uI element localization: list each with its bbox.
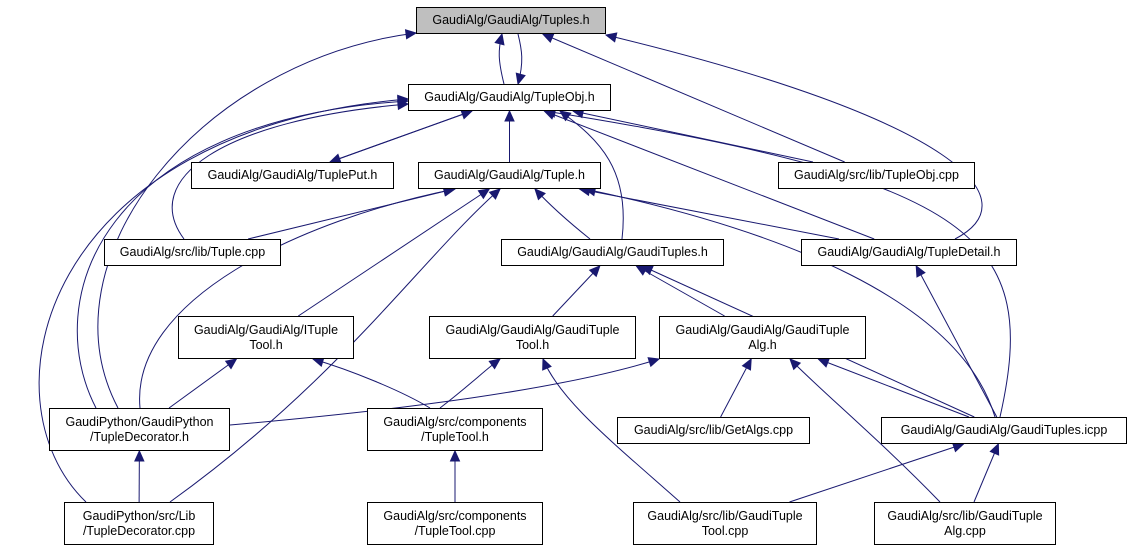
edge-tupledecorator_cpp-to-tuple_h (169, 188, 501, 503)
node-label-line1: GaudiAlg/GaudiAlg/GaudiTuple (675, 322, 850, 337)
node-gaudituple-alg-h[interactable]: GaudiAlg/GaudiAlg/GaudiTuple Alg.h (659, 316, 866, 359)
arrowhead-icon (488, 358, 501, 370)
edge-gaudituplealg_h-to-gaudituples_h (636, 265, 725, 317)
node-tupleobj-cpp[interactable]: GaudiAlg/src/lib/TupleObj.cpp (778, 162, 975, 189)
edge-tupledecorator_h-to-gaudituplealg_h (229, 358, 660, 426)
edge-gaudituples_icpp-to-tuple_h (584, 188, 996, 418)
node-label-line2: Tool.h (515, 337, 550, 352)
arrowhead-icon (647, 357, 661, 368)
arrowhead-icon (542, 357, 552, 371)
edge-gaudituples_h-to-tuple_h (534, 188, 591, 240)
edge-tupleobj_h-to-tupleput_h (329, 110, 473, 163)
arrowhead-icon (515, 72, 526, 86)
node-tupleput-h[interactable]: GaudiAlg/GaudiAlg/TuplePut.h (191, 162, 394, 189)
node-label-line1: GaudiAlg/src/lib/GaudiTuple (887, 508, 1043, 523)
node-tuple-h[interactable]: GaudiAlg/GaudiAlg/Tuple.h (418, 162, 601, 189)
arrowhead-icon (449, 449, 461, 462)
edge-tupleobj_cpp-to-tuples_h (542, 33, 845, 163)
node-gaudituple-alg-cpp[interactable]: GaudiAlg/src/lib/GaudiTuple Alg.cpp (874, 502, 1056, 545)
arrowhead-icon (488, 188, 501, 200)
edge-gaudituplettool_h-to-gaudituples_h (552, 265, 601, 317)
node-label: GaudiAlg/src/lib/TupleObj.cpp (794, 168, 959, 182)
edge-tupledecorator_h-to-ituplettool_h (168, 358, 237, 409)
edge-tupledetail_h-to-tuples_h (605, 34, 983, 240)
node-label-line2: Tool.h (249, 337, 283, 352)
arrowhead-icon (989, 442, 1000, 456)
arrowhead-icon (404, 29, 418, 40)
edge-gaudituples_icpp-to-tupleobj_h (544, 110, 1011, 418)
node-getalgs-cpp[interactable]: GaudiAlg/src/lib/GetAlgs.cpp (617, 417, 810, 444)
node-label-line2: Alg.h (748, 337, 777, 352)
node-label: GaudiAlg/GaudiAlg/Tuple.h (433, 168, 586, 182)
node-gaudituples-h[interactable]: GaudiAlg/GaudiAlg/GaudiTuples.h (501, 239, 724, 266)
node-label: GaudiAlg/src/lib/Tuple.cpp (119, 245, 266, 259)
arrowhead-icon (641, 265, 654, 276)
node-label-line1: GaudiAlg/GaudiAlg/ITuple (193, 322, 339, 337)
arrowhead-icon (915, 264, 926, 278)
arrowhead-icon (604, 32, 618, 43)
arrowhead-icon (224, 358, 238, 370)
edge-gaudituples_h-to-tupleobj_h (559, 110, 624, 240)
node-gaudituple-tool-cpp[interactable]: GaudiAlg/src/lib/GaudiTuple Tool.cpp (633, 502, 817, 545)
edge-tuple_cpp-to-tupleobj_h (171, 103, 409, 240)
arrowhead-icon (588, 265, 601, 278)
node-tupledecorator-cpp[interactable]: GaudiPython/src/Lib /TupleDecorator.cpp (64, 502, 214, 545)
arrowhead-icon (951, 442, 965, 453)
node-label-line1: GaudiAlg/src/components (383, 508, 527, 523)
arrowhead-icon (494, 32, 505, 46)
node-tupledecorator-h[interactable]: GaudiPython/GaudiPython /TupleDecorator.… (49, 408, 230, 451)
edge-getalgs_cpp-to-gaudituplealg_h (720, 358, 752, 418)
node-label-line2: /TupleDecorator.cpp (82, 523, 196, 538)
arrowhead-icon (789, 358, 802, 371)
node-label-line1: GaudiPython/GaudiPython (65, 414, 214, 429)
arrowhead-icon (477, 188, 491, 200)
node-label-line2: /TupleDecorator.h (90, 429, 189, 444)
arrowhead-icon (534, 188, 546, 201)
node-tupletool-h[interactable]: GaudiAlg/src/components /TupleTool.h (367, 408, 543, 451)
edge-tupledecorator_h-to-tuples_h (97, 32, 417, 409)
arrowhead-icon (134, 449, 145, 462)
node-gaudituple-tool-h[interactable]: GaudiAlg/GaudiAlg/GaudiTuple Tool.h (429, 316, 636, 359)
node-label: GaudiAlg/GaudiAlg/TuplePut.h (207, 168, 378, 182)
node-label: GaudiAlg/GaudiAlg/Tuples.h (432, 13, 590, 27)
edge-tupletool_h-to-ituplettool_h (312, 358, 431, 409)
node-label-line2: Alg.cpp (944, 523, 986, 538)
edge-gaudituples_icpp-to-gaudituplealg_h (818, 358, 970, 418)
arrowhead-icon (397, 94, 410, 106)
edge-tupledetail_h-to-tupleobj_h (544, 110, 875, 240)
node-label: GaudiAlg/GaudiAlg/GaudiTuples.h (517, 245, 708, 259)
node-label-line1: GaudiAlg/src/components (383, 414, 527, 429)
node-label-line1: GaudiPython/src/Lib (82, 508, 196, 523)
edge-tupledecorator_h-to-tuple_h (139, 188, 456, 409)
node-ituple-tool-h[interactable]: GaudiAlg/GaudiAlg/ITuple Tool.h (178, 316, 354, 359)
edge-gaudituplettool_cpp-to-gaudituplettool_h (542, 358, 681, 503)
node-label: GaudiAlg/GaudiAlg/TupleObj.h (424, 90, 595, 104)
edge-gaudituplealg_cpp-to-gaudituplealg_h (789, 358, 941, 503)
node-label: GaudiAlg/GaudiAlg/TupleDetail.h (817, 245, 1001, 259)
node-label: GaudiAlg/GaudiAlg/GaudiTuples.icpp (900, 423, 1108, 437)
node-tuple-cpp[interactable]: GaudiAlg/src/lib/Tuple.cpp (104, 239, 281, 266)
node-gaudituples-icpp[interactable]: GaudiAlg/GaudiAlg/GaudiTuples.icpp (881, 417, 1127, 444)
node-tupledetail-h[interactable]: GaudiAlg/GaudiAlg/TupleDetail.h (801, 239, 1017, 266)
edge-tupleobj_cpp-to-tupleobj_h (572, 110, 814, 163)
edge-gaudituplettool_cpp-to-gaudituples_icpp (789, 443, 964, 503)
arrowhead-icon (741, 357, 752, 371)
arrowhead-icon (504, 109, 515, 122)
node-tupleobj-h[interactable]: GaudiAlg/GaudiAlg/TupleObj.h (408, 84, 611, 111)
node-label: GaudiAlg/src/lib/GetAlgs.cpp (633, 423, 794, 437)
edge-ituplettool_h-to-tuple_h (298, 188, 490, 317)
arrowhead-icon (541, 33, 555, 43)
node-tuples-h: GaudiAlg/GaudiAlg/Tuples.h (416, 7, 606, 34)
node-tupletool-cpp[interactable]: GaudiAlg/src/components /TupleTool.cpp (367, 502, 543, 545)
arrowhead-icon (817, 357, 831, 368)
node-label-line1: GaudiAlg/src/lib/GaudiTuple (647, 508, 803, 523)
node-label-line1: GaudiAlg/GaudiAlg/GaudiTuple (445, 322, 620, 337)
node-label-line2: Tool.cpp (701, 523, 749, 538)
node-label-line2: /TupleTool.cpp (414, 523, 496, 538)
node-label-line2: /TupleTool.h (421, 429, 489, 444)
edge-gaudituples_icpp-to-tupledetail_h (915, 265, 998, 418)
